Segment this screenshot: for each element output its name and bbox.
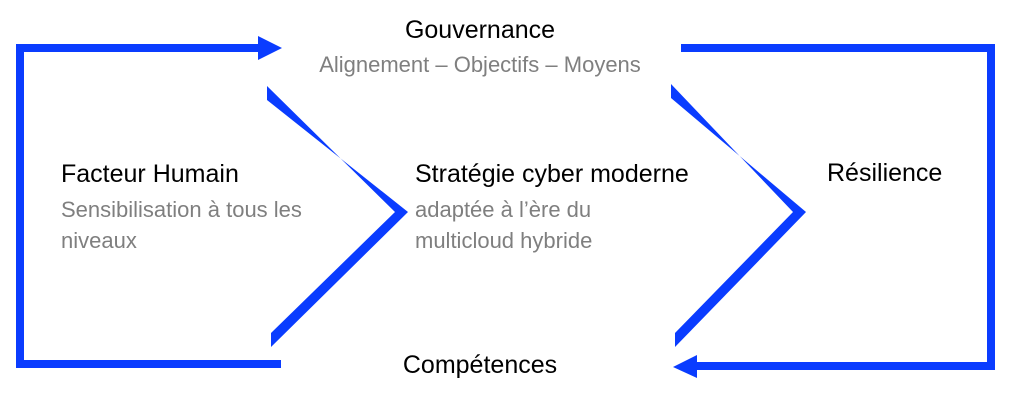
strategy-subtitle-line2: multicloud hybride [415, 228, 593, 253]
arrow-left-icon [673, 355, 697, 378]
human-factor-subtitle-line1: Sensibilisation à tous les [61, 197, 302, 222]
left-bracket-arrow [16, 44, 281, 368]
right-chevron-icon [671, 84, 806, 347]
resilience-title: Résilience [827, 159, 943, 187]
strategy-subtitle-line1: adaptée à l’ère du [415, 197, 592, 222]
strategy-title: Stratégie cyber moderne [415, 160, 689, 188]
human-factor-subtitle-line2: niveaux [61, 228, 137, 253]
governance-title: Gouvernance [404, 16, 556, 44]
skills-title: Compétences [402, 351, 558, 379]
governance-subtitle: Alignement – Objectifs – Moyens [319, 52, 641, 77]
human-factor-title: Facteur Humain [61, 160, 239, 188]
right-bracket-arrow [681, 44, 995, 370]
arrow-right-icon [258, 36, 282, 60]
